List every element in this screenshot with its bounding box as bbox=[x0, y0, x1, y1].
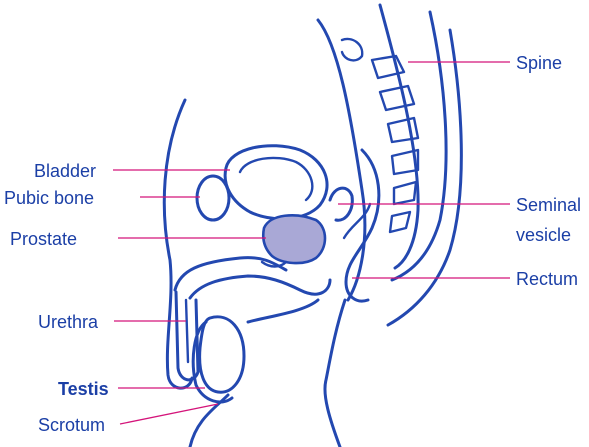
label-urethra: Urethra bbox=[38, 312, 99, 332]
label-testis: Testis bbox=[58, 379, 109, 399]
label-bladder: Bladder bbox=[34, 161, 96, 181]
pubic-bone bbox=[197, 176, 229, 220]
label-rectum: Rectum bbox=[516, 269, 578, 289]
label-spine: Spine bbox=[516, 53, 562, 73]
testis-scrotum bbox=[193, 300, 318, 402]
bladder bbox=[225, 146, 327, 219]
label-seminal-vesicle-line2: vesicle bbox=[516, 225, 571, 245]
label-pubic-bone: Pubic bone bbox=[4, 188, 94, 208]
label-seminal-vesicle-line1: Seminal bbox=[516, 195, 581, 215]
body-outline bbox=[164, 100, 345, 447]
label-prostate: Prostate bbox=[10, 229, 77, 249]
label-scrotum: Scrotum bbox=[38, 415, 105, 435]
prostate bbox=[263, 215, 325, 263]
spine-column bbox=[318, 5, 461, 325]
